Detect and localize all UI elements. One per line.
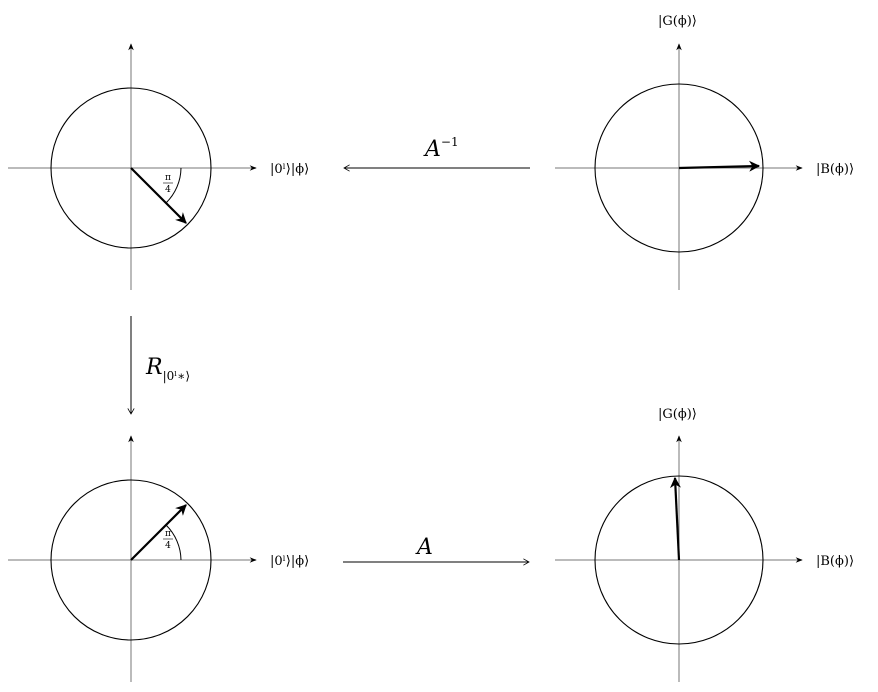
unit-circle xyxy=(50,479,212,641)
y-axis-label: |G(ϕ)⟩ xyxy=(658,407,697,422)
state-vector xyxy=(130,504,187,561)
unit-circle xyxy=(594,83,764,253)
unit-circle xyxy=(594,475,764,645)
panel-bottom-right: |B(ϕ)⟩ |G(ϕ)⟩ xyxy=(555,407,854,682)
panel-top-right: |B(ϕ)⟩ |G(ϕ)⟩ xyxy=(555,14,854,290)
angle-numerator: π xyxy=(165,173,171,183)
transition-label: R|0ˡ∗⟩ xyxy=(145,355,190,383)
state-vector xyxy=(678,160,761,172)
angle-numerator: π xyxy=(165,529,171,539)
x-axis-label: |0ˡ⟩|ϕ⟩ xyxy=(270,162,309,177)
panel-bottom-left: π 4 |0ˡ⟩|ϕ⟩ xyxy=(8,435,309,682)
angle-arc xyxy=(165,167,182,204)
transition-inverse: A−1 xyxy=(343,135,530,172)
state-vector xyxy=(130,167,187,224)
x-axis-label: |B(ϕ)⟩ xyxy=(816,554,854,569)
x-axis-label: |B(ϕ)⟩ xyxy=(816,162,854,177)
panel-top-left: π 4 |0ˡ⟩|ϕ⟩ xyxy=(8,43,309,290)
angle-denominator: 4 xyxy=(165,185,171,195)
angle-denominator: 4 xyxy=(165,541,171,551)
transition-label: A−1 xyxy=(423,135,459,162)
y-axis-label: |G(ϕ)⟩ xyxy=(658,14,697,29)
angle-arc xyxy=(165,524,182,561)
x-axis-label: |0ˡ⟩|ϕ⟩ xyxy=(270,554,309,569)
state-vector xyxy=(669,476,681,561)
transition-reflect: R|0ˡ∗⟩ xyxy=(127,316,190,415)
transition-forward: A xyxy=(343,535,530,566)
unit-circle xyxy=(50,87,212,249)
transition-label: A xyxy=(415,535,433,560)
